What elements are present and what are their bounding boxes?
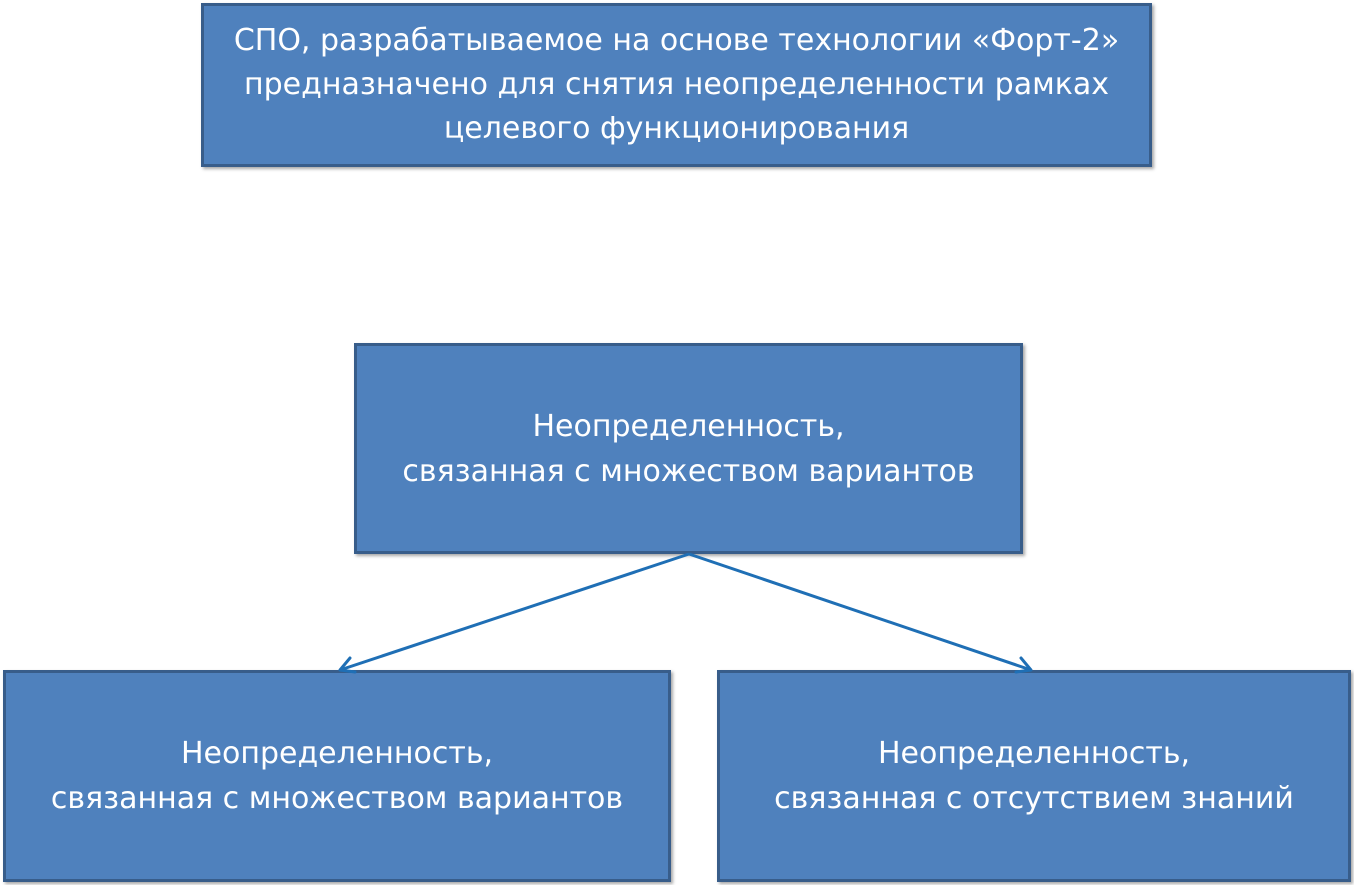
knowledge-uncertainty-line-2: связанная с отсутствием знаний bbox=[774, 781, 1294, 816]
parent-uncertainty-box: Неопределенность, связанная с множеством… bbox=[354, 343, 1023, 554]
variants-uncertainty-box: Неопределенность, связанная с множеством… bbox=[3, 670, 671, 882]
top-statement-line-1: СПО, разрабатываемое на основе технологи… bbox=[233, 23, 1120, 58]
arrow-to-left-box bbox=[338, 552, 690, 674]
top-statement-line-3: целевого функционирования bbox=[443, 111, 910, 146]
parent-uncertainty-line-1: Неопределенность, bbox=[532, 408, 845, 444]
variants-uncertainty-line-2: связанная с множеством вариантов bbox=[50, 781, 624, 816]
knowledge-uncertainty-box: Неопределенность, связанная с отсутствие… bbox=[717, 670, 1351, 882]
arrow-to-right-box bbox=[688, 552, 1033, 674]
top-statement-box: СПО, разрабатываемое на основе технологи… bbox=[201, 3, 1152, 167]
parent-uncertainty-line-2: связанная с множеством вариантов bbox=[402, 453, 975, 489]
top-statement-line-2: предназначено для снятия неопределенност… bbox=[244, 67, 1109, 102]
variants-uncertainty-line-1: Неопределенность, bbox=[180, 736, 494, 771]
knowledge-uncertainty-line-1: Неопределенность, bbox=[877, 736, 1191, 771]
